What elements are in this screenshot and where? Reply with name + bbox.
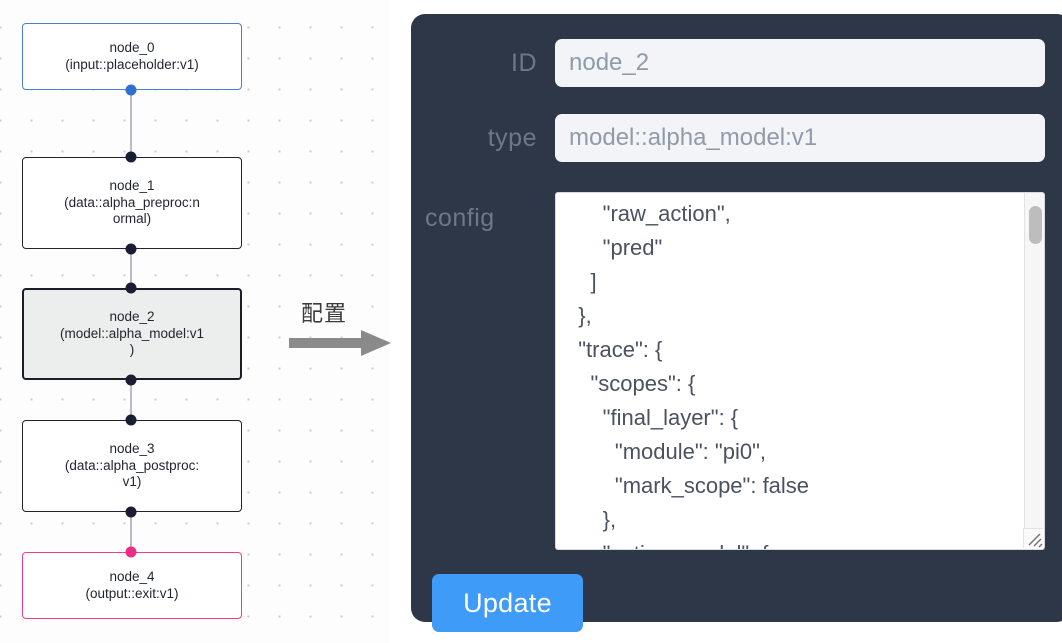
node-label-type: (data::alpha_preproc:n ormal) bbox=[64, 194, 200, 227]
node-label-title: node_0 bbox=[109, 39, 155, 55]
graph-node-node_3[interactable]: node_3 (data::alpha_postproc: v1) bbox=[22, 420, 242, 512]
edge-node_0-node_1[interactable] bbox=[130, 90, 132, 157]
node-label-type: (output::exit:v1) bbox=[85, 585, 179, 601]
id-field-label: ID bbox=[511, 49, 537, 77]
config-textarea[interactable]: "raw_action", "pred" ] }, "trace": { "sc… bbox=[556, 193, 1026, 549]
node-label-title: node_4 bbox=[109, 568, 155, 584]
annotation-label: 配置 bbox=[301, 302, 348, 327]
field-row-config: config "raw_action", "pred" ] }, "trace"… bbox=[425, 192, 1062, 550]
resize-grip-lines-icon bbox=[1028, 533, 1043, 548]
node_4-target-handle[interactable] bbox=[125, 546, 137, 558]
edge-node_2-node_3[interactable] bbox=[130, 380, 132, 420]
node_3-source-handle[interactable] bbox=[125, 506, 137, 518]
graph-node-node_0[interactable]: node_0 (input::placeholder:v1) bbox=[22, 23, 242, 90]
type-field-label: type bbox=[487, 124, 537, 152]
node-label-type: (model::alpha_model:v1 ) bbox=[59, 325, 205, 358]
update-button[interactable]: Update bbox=[432, 574, 583, 632]
node-label-title: node_1 bbox=[109, 177, 155, 193]
resize-grip-icon[interactable] bbox=[1023, 528, 1043, 548]
right-arrow-icon bbox=[289, 330, 391, 356]
node_1-target-handle[interactable] bbox=[125, 151, 137, 163]
node-label-title: node_3 bbox=[109, 440, 155, 456]
graph-node-node_2[interactable]: node_2 (model::alpha_model:v1 ) bbox=[22, 288, 242, 380]
node_1-source-handle[interactable] bbox=[125, 243, 137, 255]
id-input[interactable] bbox=[555, 39, 1045, 87]
node_2-target-handle[interactable] bbox=[125, 282, 137, 294]
graph-node-node_1[interactable]: node_1 (data::alpha_preproc:n ormal) bbox=[22, 157, 242, 249]
field-row-type: type bbox=[425, 114, 1057, 162]
config-scrollbar-thumb[interactable] bbox=[1029, 206, 1042, 244]
node-config-panel: ID type config "raw_action", "pred" ] },… bbox=[411, 14, 1062, 632]
graph-canvas[interactable]: node_0 (input::placeholder:v1) node_1 (d… bbox=[0, 0, 390, 643]
field-row-id: ID bbox=[425, 39, 1057, 87]
edge-node_1-node_2[interactable] bbox=[130, 249, 132, 288]
node-label-title: node_2 bbox=[109, 308, 155, 324]
graph-node-node_4[interactable]: node_4 (output::exit:v1) bbox=[22, 552, 242, 619]
config-field-label: config bbox=[425, 204, 495, 232]
type-input[interactable] bbox=[555, 114, 1045, 162]
node_0-source-handle[interactable] bbox=[125, 84, 137, 96]
node-label-type: (input::placeholder:v1) bbox=[65, 56, 199, 72]
node-label-type: (data::alpha_postproc: v1) bbox=[64, 457, 200, 490]
config-scrollbar[interactable] bbox=[1024, 193, 1044, 529]
annotation-arrow-group: 配置 bbox=[289, 296, 395, 362]
config-textarea-wrapper: "raw_action", "pred" ] }, "trace": { "sc… bbox=[555, 192, 1045, 550]
edge-node_3-node_4[interactable] bbox=[130, 512, 132, 552]
node_3-target-handle[interactable] bbox=[125, 414, 137, 426]
node_2-source-handle[interactable] bbox=[125, 374, 137, 386]
